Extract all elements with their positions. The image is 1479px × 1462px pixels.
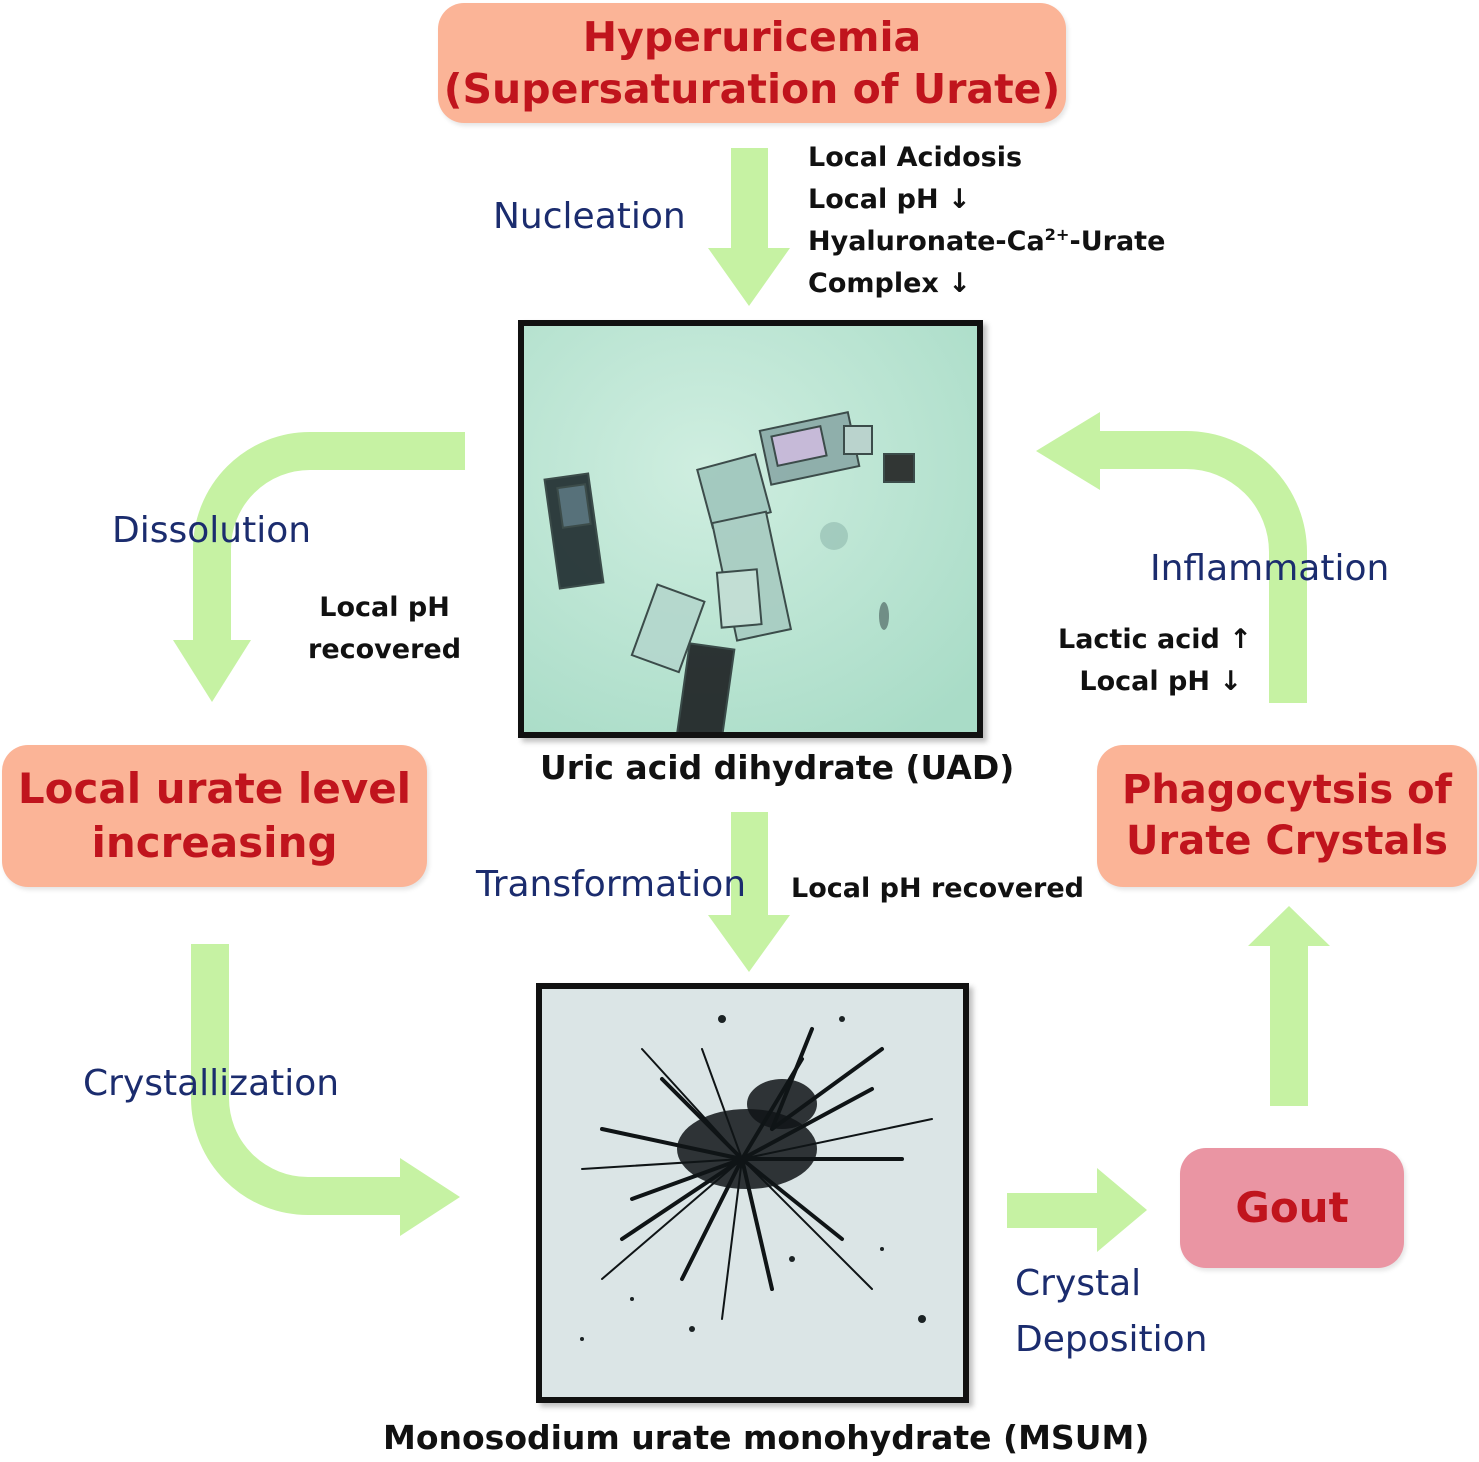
dissolution-notes: Local pH recovered (308, 587, 461, 671)
gout-label: Gout (1235, 1183, 1349, 1233)
nucleation-note-4: Complex ↓ (808, 267, 971, 299)
msum-crystals-image (542, 989, 963, 1397)
transformation-label: Transformation (476, 864, 747, 905)
inflammation-note-1: Lactic acid ↑ (1058, 624, 1252, 655)
crystal-deposition-line1: Crystal (1015, 1263, 1142, 1304)
dissolution-note-1: Local pH (319, 592, 450, 623)
gout-box: Gout (1180, 1148, 1404, 1268)
phagocytosis-arrow (1248, 906, 1330, 1106)
dissolution-note-2: recovered (308, 633, 462, 665)
crystal-deposition-label: Crystal Deposition (1015, 1256, 1207, 1368)
inflammation-notes: Lactic acid ↑ Local pH ↓ (1058, 619, 1252, 703)
msum-caption: Monosodium urate monohydrate (MSUM) (383, 1418, 1150, 1457)
phagocytosis-line1: Phagocytsis of (1122, 766, 1452, 813)
nucleation-note-1: Local Acidosis (808, 142, 1023, 173)
crystal-deposition-line2: Deposition (1015, 1318, 1208, 1360)
nucleation-note-3: Hyaluronate-Ca2+-Urate (808, 224, 1166, 257)
nucleation-note-2: Local pH ↓ (808, 183, 971, 215)
deposition-arrow (1007, 1168, 1147, 1252)
uad-crystals-image (524, 326, 977, 732)
inflammation-note-2: Local pH ↓ (1079, 665, 1242, 697)
phagocytosis-line2: Urate Crystals (1126, 818, 1448, 864)
dissolution-label: Dissolution (112, 510, 312, 551)
local-urate-line2: increasing (91, 818, 338, 867)
hyperuricemia-box: Hyperuricemia (Supersaturation of Urate) (438, 3, 1066, 123)
nucleation-label: Nucleation (493, 196, 686, 237)
local-urate-box: Local urate level increasing (2, 745, 427, 887)
dissolution-arrow (193, 432, 465, 640)
inflammation-arrow (1098, 431, 1307, 703)
hyperuricemia-subtitle: (Supersaturation of Urate) (443, 65, 1061, 113)
local-urate-line1: Local urate level (17, 764, 412, 814)
phagocytosis-box: Phagocytsis of Urate Crystals (1097, 745, 1477, 887)
hyperuricemia-title: Hyperuricemia (582, 12, 922, 61)
nucleation-notes: Local Acidosis Local pH ↓ Hyaluronate-Ca… (808, 137, 1165, 304)
uad-caption: Uric acid dihydrate (UAD) (540, 748, 1015, 787)
uad-micrograph (518, 320, 983, 738)
transformation-note: Local pH recovered (791, 873, 1085, 904)
msum-micrograph (536, 983, 969, 1403)
nucleation-arrow (708, 148, 790, 306)
inflammation-label: Inflammation (1150, 548, 1390, 589)
crystallization-arrow (191, 944, 400, 1215)
crystallization-label: Crystallization (83, 1063, 340, 1104)
transformation-arrow (708, 812, 790, 972)
